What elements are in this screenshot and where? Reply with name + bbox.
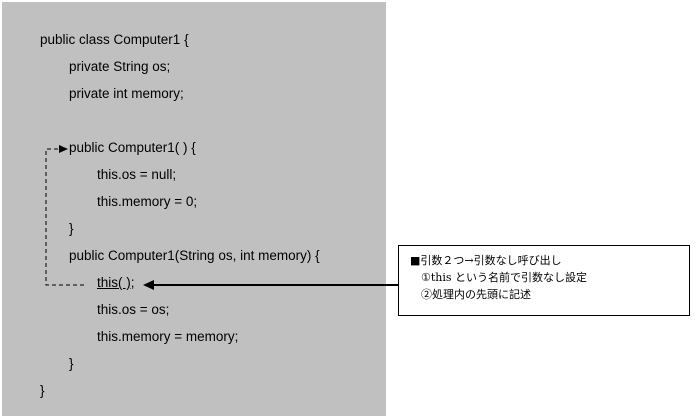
arrowhead-icon — [143, 280, 154, 290]
callout-box: ■引数２つ→引数なし呼び出し ①this という名前で引数なし設定 ②処理内の先… — [398, 245, 690, 316]
code-line-field-memory: private int memory; — [69, 86, 184, 101]
code-line-constructor-noargs: public Computer1( ) { — [69, 140, 196, 155]
code-line-assign-os: this.os = os; — [97, 302, 170, 317]
code-line-close-class: } — [40, 383, 45, 398]
callout-item-2: ②処理内の先頭に記述 — [421, 288, 531, 301]
code-line-class-decl: public class Computer1 { — [40, 32, 189, 47]
code-line-field-os: private String os; — [69, 59, 171, 74]
callout-title: ■引数２つ→引数なし呼び出し — [410, 254, 562, 267]
code-line-constructor-args: public Computer1(String os, int memory) … — [69, 248, 320, 263]
callout-pointer-arrow — [143, 280, 398, 290]
arrowhead-icon — [59, 145, 68, 153]
code-line-this-call: this( ); — [97, 275, 135, 290]
callout-item-1: ①this という名前で引数なし設定 — [421, 271, 588, 284]
dashed-call-arrow — [45, 145, 84, 286]
code-line-assign-memory: this.memory = memory; — [97, 329, 239, 344]
code-line-assign-os-null: this.os = null; — [97, 167, 177, 182]
code-line-close-constructor-2: } — [69, 356, 74, 371]
code-line-assign-memory-zero: this.memory = 0; — [97, 194, 198, 209]
code-line-close-constructor-1: } — [69, 221, 74, 236]
code-panel — [2, 2, 386, 416]
